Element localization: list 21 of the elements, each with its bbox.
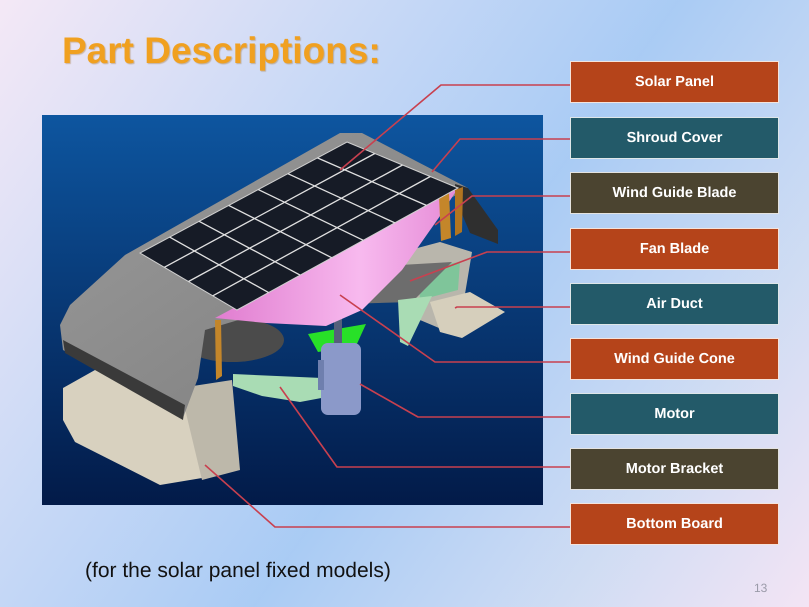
leader-line [410, 251, 570, 282]
part-label: Solar Panel [570, 61, 779, 103]
part-label: Air Duct [570, 283, 779, 325]
leader-line [204, 464, 570, 528]
leader-line [279, 386, 570, 468]
part-label: Shroud Cover [570, 117, 779, 159]
page-number: 13 [754, 581, 768, 595]
caption: (for the solar panel fixed models) [85, 559, 391, 583]
part-label: Wind Guide Cone [570, 338, 779, 380]
slide-title: Part Descriptions: [62, 30, 381, 72]
part-label: Wind Guide Blade [570, 172, 779, 214]
part-label: Fan Blade [570, 228, 779, 270]
part-label: Motor [570, 393, 779, 435]
leader-line [434, 195, 570, 226]
leader-line [454, 306, 570, 309]
leader-line [339, 84, 570, 171]
leader-line [431, 138, 570, 173]
part-label: Motor Bracket [570, 448, 779, 490]
leader-line [360, 383, 570, 418]
leader-line [340, 294, 570, 363]
part-label: Bottom Board [570, 503, 779, 545]
